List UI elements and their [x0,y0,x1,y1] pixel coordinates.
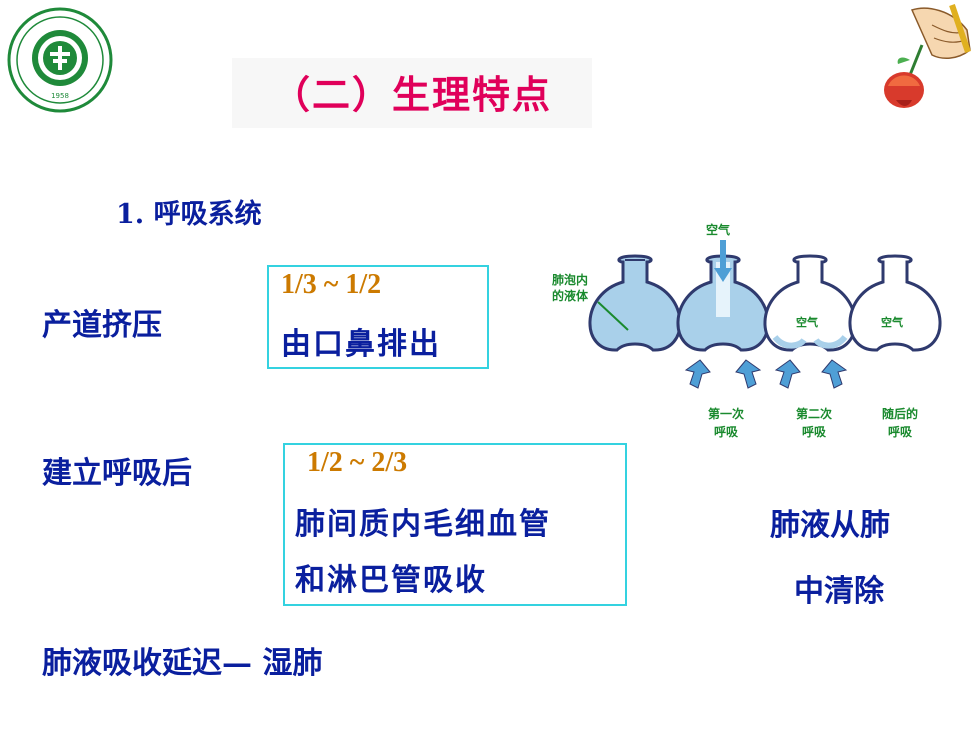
caption-2-line-2: 呼吸 [802,424,827,439]
expelled-text: 由口鼻排出 [281,327,441,362]
label-after-breathing: 建立呼吸后 [42,456,192,491]
label-birth-canal: 产道挤压 [42,308,162,343]
hand-flower-icon [884,4,971,108]
caption-1-line-1: 第一次 [708,406,744,421]
box-absorbed: 1/2 ~ 2/3 肺间质内毛细血管 和淋巴管吸收 [283,443,627,606]
lung-fluid-diagram: 空气 肺泡内 的液体 空气 空气 第一次 呼吸 第二次 呼吸 随后的 呼吸 [552,222,942,439]
ratio-expelled: 1/3 ~ 1/2 [281,269,382,300]
fluid-label-line-1: 肺泡内 [552,272,588,287]
air-label-alveolus-3: 空气 [796,315,818,329]
logo-year: 1958 [51,92,69,100]
caption-3-line-2: 呼吸 [888,424,913,439]
box-expelled: 1/3 ~ 1/2 由口鼻排出 [267,265,489,369]
school-logo: 1958 [7,7,113,113]
caption-1-line-2: 呼吸 [714,424,739,439]
clearance-note-line-2: 中清除 [794,574,884,609]
caption-2-line-1: 第二次 [796,406,832,421]
title-banner [232,58,592,128]
alveolus-3 [763,254,857,352]
alveolus-4 [848,254,942,352]
label-wet-lung: 肺液吸收延迟— 湿肺 [42,646,323,681]
clearance-note-line-1: 肺液从肺 [770,508,890,543]
page-title: （二）生理特点 [271,72,552,117]
caption-3-line-1: 随后的 [882,406,918,421]
section-heading: 1. 呼吸系统 [116,199,262,230]
air-label-top: 空气 [706,222,730,237]
absorbed-line-2: 和淋巴管吸收 [295,563,487,598]
absorbed-line-1: 肺间质内毛细血管 [295,507,551,542]
alveolus-1 [588,254,682,352]
air-label-alveolus-4: 空气 [881,315,903,329]
ratio-absorbed: 1/2 ~ 2/3 [307,447,408,478]
fluid-label-line-2: 的液体 [552,288,589,303]
